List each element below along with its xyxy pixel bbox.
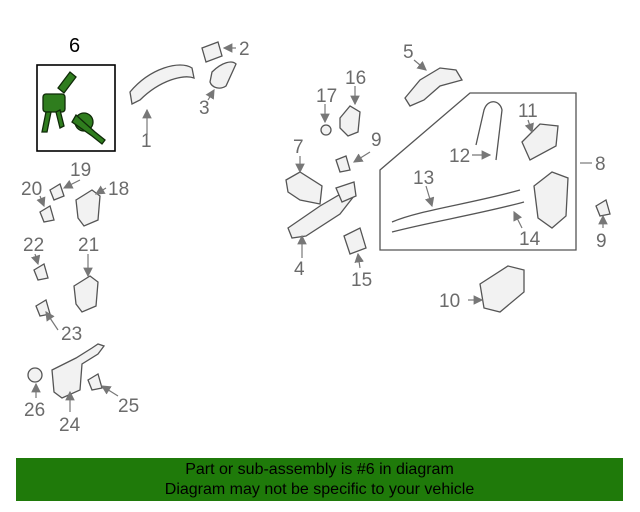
parts-diagram: 6 1 2 3 4 5 7 8 9 9 10 11 12 13 14 15 16… (21, 35, 611, 436)
part-16-clip (339, 86, 361, 137)
callout-22: 22 (23, 235, 44, 256)
callout-18: 18 (108, 179, 129, 200)
callout-21: 21 (78, 235, 99, 256)
info-banner-line-1: Part or sub-assembly is #6 in diagram (185, 461, 454, 478)
callout-12: 12 (449, 146, 470, 167)
part-5-bracket (404, 59, 463, 107)
callout-24: 24 (59, 415, 81, 436)
part-9-bolt-upper (335, 151, 371, 173)
callout-6: 6 (69, 35, 80, 57)
callout-26: 26 (24, 400, 45, 421)
callout-19: 19 (70, 160, 91, 181)
part-13-cables (391, 185, 525, 233)
part-23-bolt (35, 299, 59, 331)
part-17-washer (320, 104, 332, 136)
callout-11: 11 (518, 101, 538, 122)
part-14-door-latch (513, 171, 569, 229)
callout-17: 17 (316, 86, 337, 107)
part-10-striker (468, 265, 525, 313)
part-1-outside-handle (129, 64, 195, 135)
part-9-bolt-right (595, 199, 611, 228)
callout-8: 8 (595, 154, 606, 175)
part-6-highlight-box[interactable] (36, 64, 116, 152)
callout-10: 10 (439, 291, 460, 312)
callout-14: 14 (519, 229, 541, 250)
callout-7: 7 (293, 137, 304, 158)
callout-4: 4 (294, 259, 305, 280)
part-25-bolt (87, 373, 119, 397)
part-2-handle-cap (201, 41, 236, 63)
callout-23: 23 (61, 324, 82, 345)
callout-5: 5 (403, 42, 414, 63)
part-22-bolt (30, 253, 49, 281)
callout-9-upper: 9 (371, 130, 382, 151)
callout-16: 16 (345, 68, 366, 89)
part-21-lower-hinge (73, 254, 99, 313)
part-11-cover (521, 119, 559, 161)
callout-15: 15 (351, 270, 372, 291)
info-banner: Part or sub-assembly is #6 in diagram Di… (16, 458, 623, 501)
part-20-bolt (36, 195, 55, 223)
callout-13: 13 (413, 168, 434, 189)
part-8-latch-assembly-box (379, 92, 592, 251)
part-4-inside-handle (287, 181, 357, 258)
info-banner-line-2: Diagram may not be specific to your vehi… (164, 481, 475, 498)
part-15-cover (343, 227, 367, 269)
callout-3: 3 (199, 98, 210, 119)
part-6-key-cylinder-set (41, 71, 106, 145)
part-24-door-check (51, 343, 106, 412)
part-26-nut (27, 367, 43, 398)
part-7-lock-actuator (285, 156, 323, 205)
part-19-bolt (49, 179, 81, 201)
part-12-lock-rod (472, 101, 503, 161)
part-18-upper-hinge (75, 185, 107, 227)
callout-1: 1 (141, 131, 152, 152)
callout-2: 2 (239, 39, 250, 60)
callout-20: 20 (21, 179, 42, 200)
callout-9-right: 9 (596, 231, 607, 252)
part-3-handle-cover (205, 61, 237, 101)
callout-25: 25 (118, 396, 139, 417)
